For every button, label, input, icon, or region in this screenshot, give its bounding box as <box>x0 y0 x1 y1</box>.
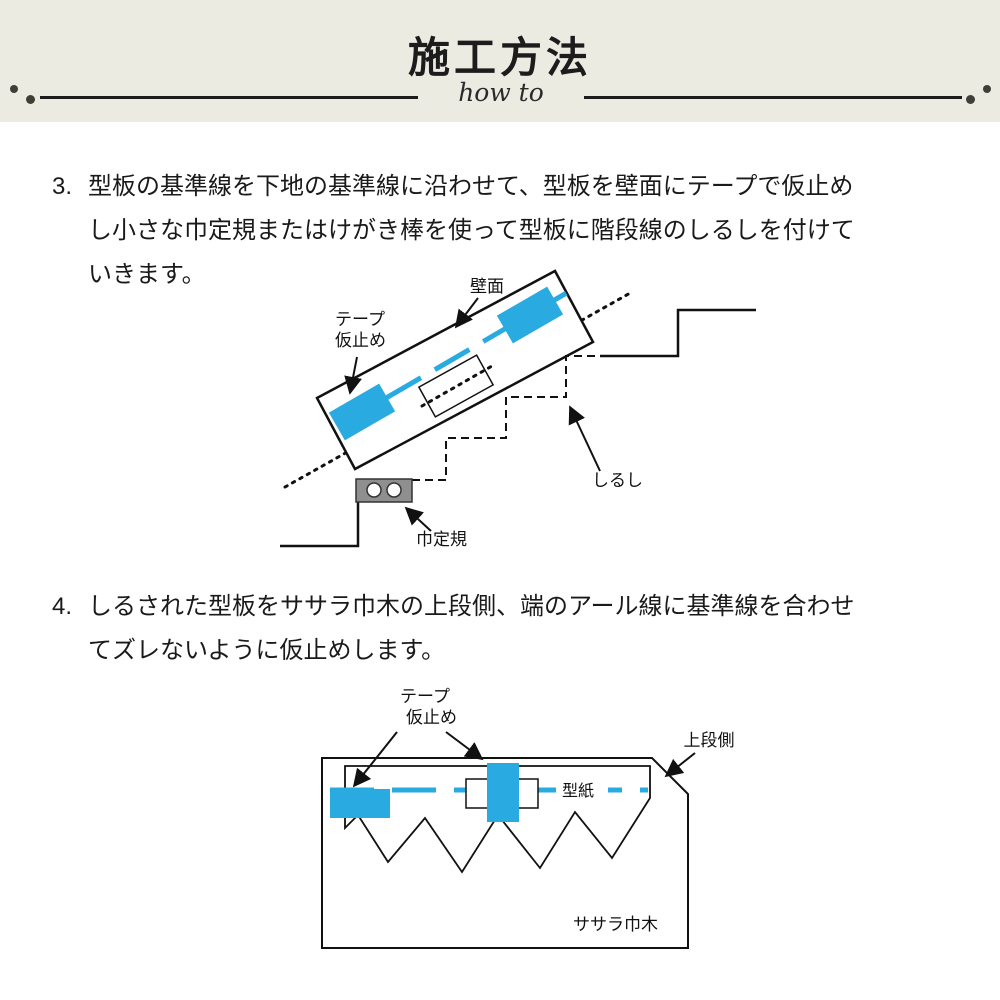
tape-leader-arrow <box>344 356 362 395</box>
decorative-dot <box>966 95 975 104</box>
mark-label: しるし <box>592 471 643 490</box>
width-ruler-hole <box>366 482 382 498</box>
header-rule-left <box>40 96 418 99</box>
decorative-dot <box>10 85 18 93</box>
width-ruler-body <box>355 478 413 503</box>
pattern-label: 型紙 <box>562 782 594 800</box>
header-rule-right <box>584 96 962 99</box>
alignment-window-frame <box>417 354 495 418</box>
decorative-dot <box>26 95 35 104</box>
step-3-line-3: いきます。 <box>88 261 206 288</box>
step-4-diagram: 型紙 テープ 仮止め 上段側 ササラ巾木 <box>321 687 735 949</box>
tape-label-line2: 仮止め <box>406 708 457 727</box>
upper-side-leader-arrow <box>664 752 696 778</box>
tape-lower-rect <box>328 383 396 441</box>
step-4-text: 4. しるされた型板をササラ巾木の上段側、端のアール線に基準線を合わせ てズレな… <box>52 585 855 673</box>
tape-label-line1: テープ <box>335 310 385 329</box>
tape-left <box>330 789 390 818</box>
step-3-diagram: 壁面 テープ 仮止め しるし 巾定規 <box>280 269 756 549</box>
step-3-lines: 型板の基準線を下地の基準線に沿わせて、型板を壁面にテープで仮止め し小さな巾定規… <box>88 165 855 297</box>
tape-upper <box>496 286 564 344</box>
tape-center <box>487 763 519 822</box>
wall-label: 壁面 <box>470 277 504 296</box>
tape-left-leader-arrow <box>352 731 398 788</box>
step-3-number: 3. <box>52 173 73 200</box>
decorative-dot <box>983 85 991 93</box>
step-3-line-1: 型板の基準線を下地の基準線に沿わせて、型板を壁面にテープで仮止め <box>88 173 854 200</box>
template-reference-line <box>336 288 572 429</box>
marked-stair-line-dashed <box>412 355 600 481</box>
step-3-text: 3. 型板の基準線を下地の基準線に沿わせて、型板を壁面にテープで仮止め し小さな… <box>52 165 855 297</box>
step-4-lines: しるされた型板をササラ巾木の上段側、端のアール線に基準線を合わせ てズレないよう… <box>88 585 855 673</box>
width-ruler-hole <box>386 482 402 498</box>
stair-profile-lower <box>280 502 360 548</box>
step-4-number: 4. <box>52 593 73 620</box>
mark-leader-arrow <box>568 405 601 472</box>
stringer-label: ササラ巾木 <box>573 915 658 934</box>
step-4-line-1: しるされた型板をササラ巾木の上段側、端のアール線に基準線を合わせ <box>88 593 855 620</box>
width-ruler-tool <box>355 478 413 503</box>
tape-label-line2: 仮止め <box>335 331 386 350</box>
header-subtitle: how to <box>458 78 544 107</box>
window-dotted-line <box>420 364 494 408</box>
wall-leader-arrow <box>454 297 479 329</box>
tape-label-line1: テープ <box>400 687 450 706</box>
width-ruler-label: 巾定規 <box>416 530 467 549</box>
tape-lower <box>328 383 396 441</box>
tape-center-leader-arrow <box>445 731 484 761</box>
width-ruler-leader-arrow <box>404 506 432 532</box>
header-band: 施工方法 how to <box>0 0 1000 122</box>
alignment-window <box>417 354 495 418</box>
step-3-line-2: し小さな巾定規またはけがき棒を使って型板に階段線のしるしを付けて <box>88 217 855 244</box>
pattern-label-bg <box>556 776 608 802</box>
step-4-line-2: てズレないように仮止めします。 <box>88 637 446 664</box>
page-title: 施工方法 <box>407 34 592 81</box>
upper-side-label: 上段側 <box>684 731 735 750</box>
stair-profile-upper <box>600 308 756 358</box>
tape-upper-rect <box>496 286 564 344</box>
